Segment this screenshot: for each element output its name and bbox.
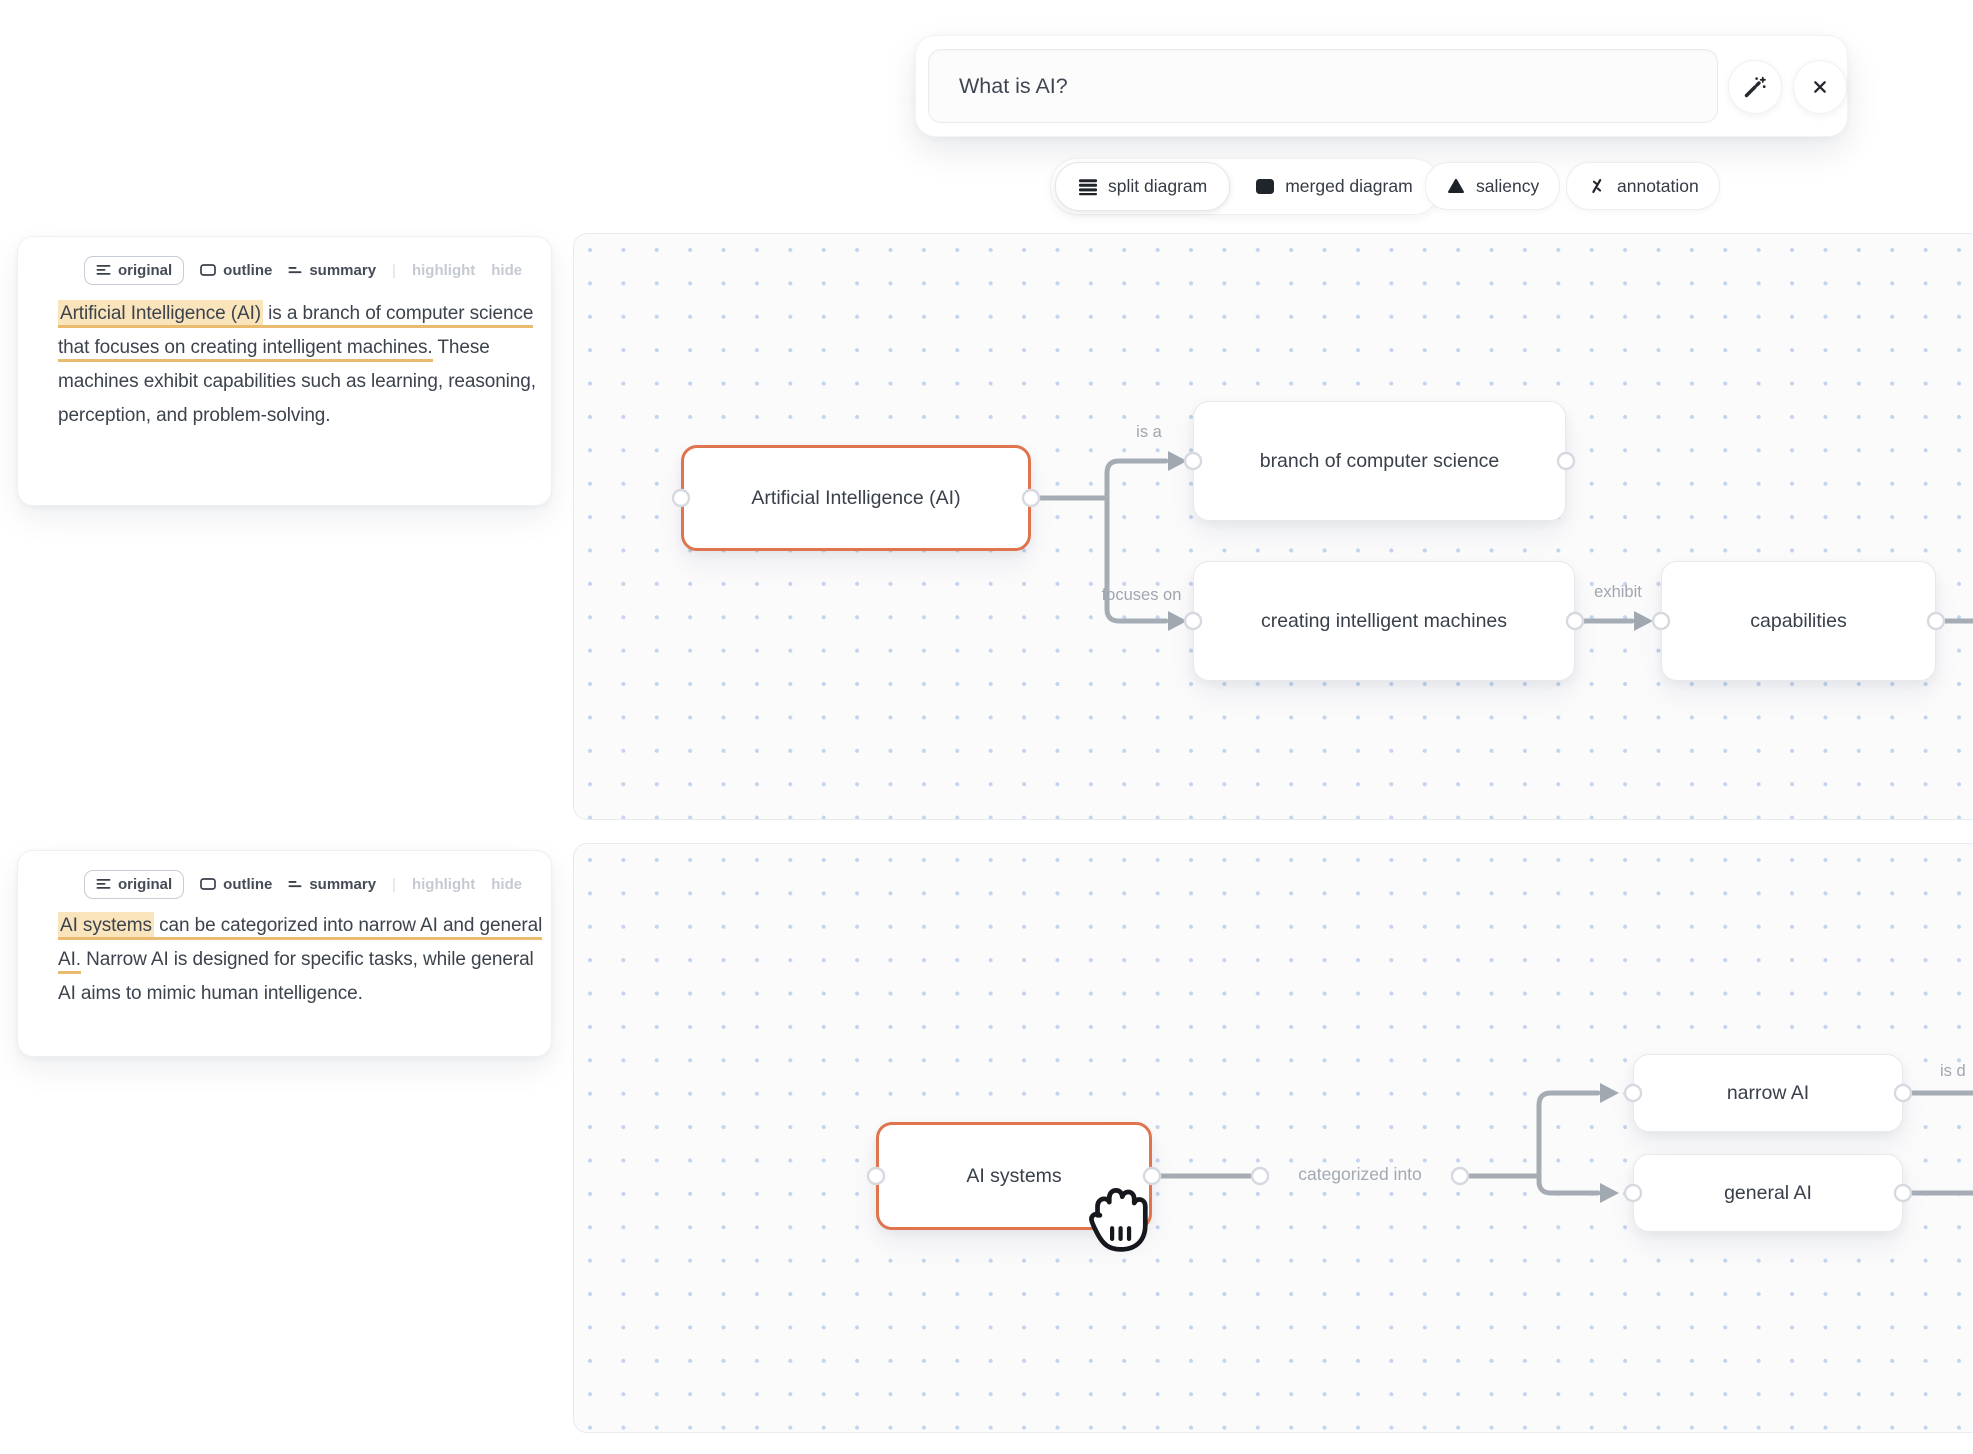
- node-artificial-intelligence[interactable]: Artificial Intelligence (AI): [681, 445, 1031, 551]
- plain-phrase: Narrow AI is designed for specific tasks…: [58, 949, 534, 1004]
- source-text-panel-1: original outline summary | highlight hid…: [17, 236, 552, 506]
- edge-label-partial-right: is d: [1940, 1062, 1966, 1080]
- source-paragraph: AI systems can be categorized into narro…: [58, 909, 544, 1011]
- align-lines-icon: [96, 878, 111, 890]
- edge-label-focuses-on: focuses on: [1101, 586, 1182, 604]
- panel-tabs: original outline summary | highlight hid…: [84, 867, 522, 901]
- question-bar: [915, 35, 1848, 137]
- tabs-divider: |: [392, 261, 396, 279]
- diagram-canvas-1[interactable]: Artificial Intelligence (AI) branch of c…: [573, 233, 1973, 820]
- tab-original[interactable]: original: [84, 255, 185, 285]
- tab-outline-label: outline: [223, 875, 273, 893]
- question-input[interactable]: [928, 49, 1718, 123]
- tab-highlight[interactable]: highlight: [411, 875, 476, 893]
- split-diagram-label: split diagram: [1108, 176, 1208, 196]
- diagram-canvas-2[interactable]: AI systems narrow AI general AI categori…: [573, 843, 1973, 1433]
- saliency-button[interactable]: saliency: [1425, 162, 1561, 210]
- node-branch-of-computer-science[interactable]: branch of computer science: [1193, 401, 1566, 521]
- panel-tabs: original outline summary | highlight hid…: [84, 253, 522, 287]
- tab-hide[interactable]: hide: [491, 875, 523, 893]
- tab-summary[interactable]: summary: [288, 262, 376, 279]
- rect-outline-icon: [200, 264, 217, 276]
- close-icon: [1808, 75, 1832, 99]
- edge-label-exhibit: exhibit: [1594, 583, 1642, 601]
- annotation-label: annotation: [1617, 175, 1699, 196]
- close-button[interactable]: [1793, 60, 1847, 114]
- filled-square-icon: [1255, 178, 1275, 195]
- node-label: branch of computer science: [1259, 449, 1500, 472]
- tab-hide[interactable]: hide: [491, 261, 523, 279]
- node-capabilities[interactable]: capabilities: [1661, 561, 1936, 681]
- tab-original[interactable]: original: [84, 869, 185, 899]
- source-paragraph: Artificial Intelligence (AI) is a branch…: [58, 297, 544, 433]
- tab-summary-label: summary: [309, 261, 377, 279]
- node-label: capabilities: [1750, 609, 1847, 632]
- node-ai-systems[interactable]: AI systems: [876, 1122, 1152, 1230]
- annotation-button[interactable]: annotation: [1566, 162, 1720, 210]
- node-creating-intelligent-machines[interactable]: creating intelligent machines: [1193, 561, 1575, 681]
- tab-summary-label: summary: [309, 875, 377, 893]
- two-lines-icon: [288, 265, 302, 275]
- node-label: narrow AI: [1726, 1081, 1810, 1104]
- tab-outline-label: outline: [223, 261, 273, 279]
- node-general-ai[interactable]: general AI: [1633, 1154, 1903, 1232]
- node-label: Artificial Intelligence (AI): [751, 486, 961, 509]
- tab-original-label: original: [118, 261, 173, 279]
- tab-original-label: original: [118, 875, 173, 893]
- two-lines-icon: [288, 879, 302, 889]
- merged-diagram-button[interactable]: merged diagram: [1232, 162, 1435, 211]
- rows-icon: [1078, 178, 1098, 196]
- node-narrow-ai[interactable]: narrow AI: [1633, 1054, 1903, 1132]
- node-label: general AI: [1724, 1181, 1812, 1204]
- saliency-label: saliency: [1476, 175, 1540, 196]
- diagram-mode-switch: split diagram merged diagram: [1050, 158, 1441, 215]
- tab-outline[interactable]: outline: [200, 876, 272, 893]
- merged-diagram-label: merged diagram: [1285, 176, 1413, 196]
- node-label: AI systems: [966, 1164, 1062, 1187]
- highlighted-phrase[interactable]: AI systems: [58, 912, 154, 940]
- pen-stroke-icon: [1587, 176, 1607, 196]
- align-lines-icon: [96, 264, 111, 276]
- tabs-divider: |: [392, 875, 396, 893]
- plain-phrase: These machines exhibit capabilities such…: [58, 337, 536, 426]
- edge-label-categorized-into: categorized into: [1298, 1164, 1422, 1184]
- generate-button[interactable]: [1728, 60, 1782, 114]
- rect-outline-icon: [200, 878, 217, 890]
- tab-outline[interactable]: outline: [200, 262, 272, 279]
- tab-highlight[interactable]: highlight: [411, 261, 476, 279]
- highlighted-phrase[interactable]: Artificial Intelligence (AI): [58, 300, 263, 328]
- split-diagram-button[interactable]: split diagram: [1055, 162, 1231, 211]
- node-label: creating intelligent machines: [1260, 609, 1508, 632]
- source-text-panel-2: original outline summary | highlight hid…: [17, 850, 552, 1057]
- magic-wand-icon: [1742, 74, 1768, 100]
- tab-summary[interactable]: summary: [288, 876, 376, 893]
- edge-label-is-a: is a: [1136, 423, 1162, 441]
- edges-layer-2: [866, 1083, 1973, 1203]
- triangle-icon: [1446, 176, 1466, 196]
